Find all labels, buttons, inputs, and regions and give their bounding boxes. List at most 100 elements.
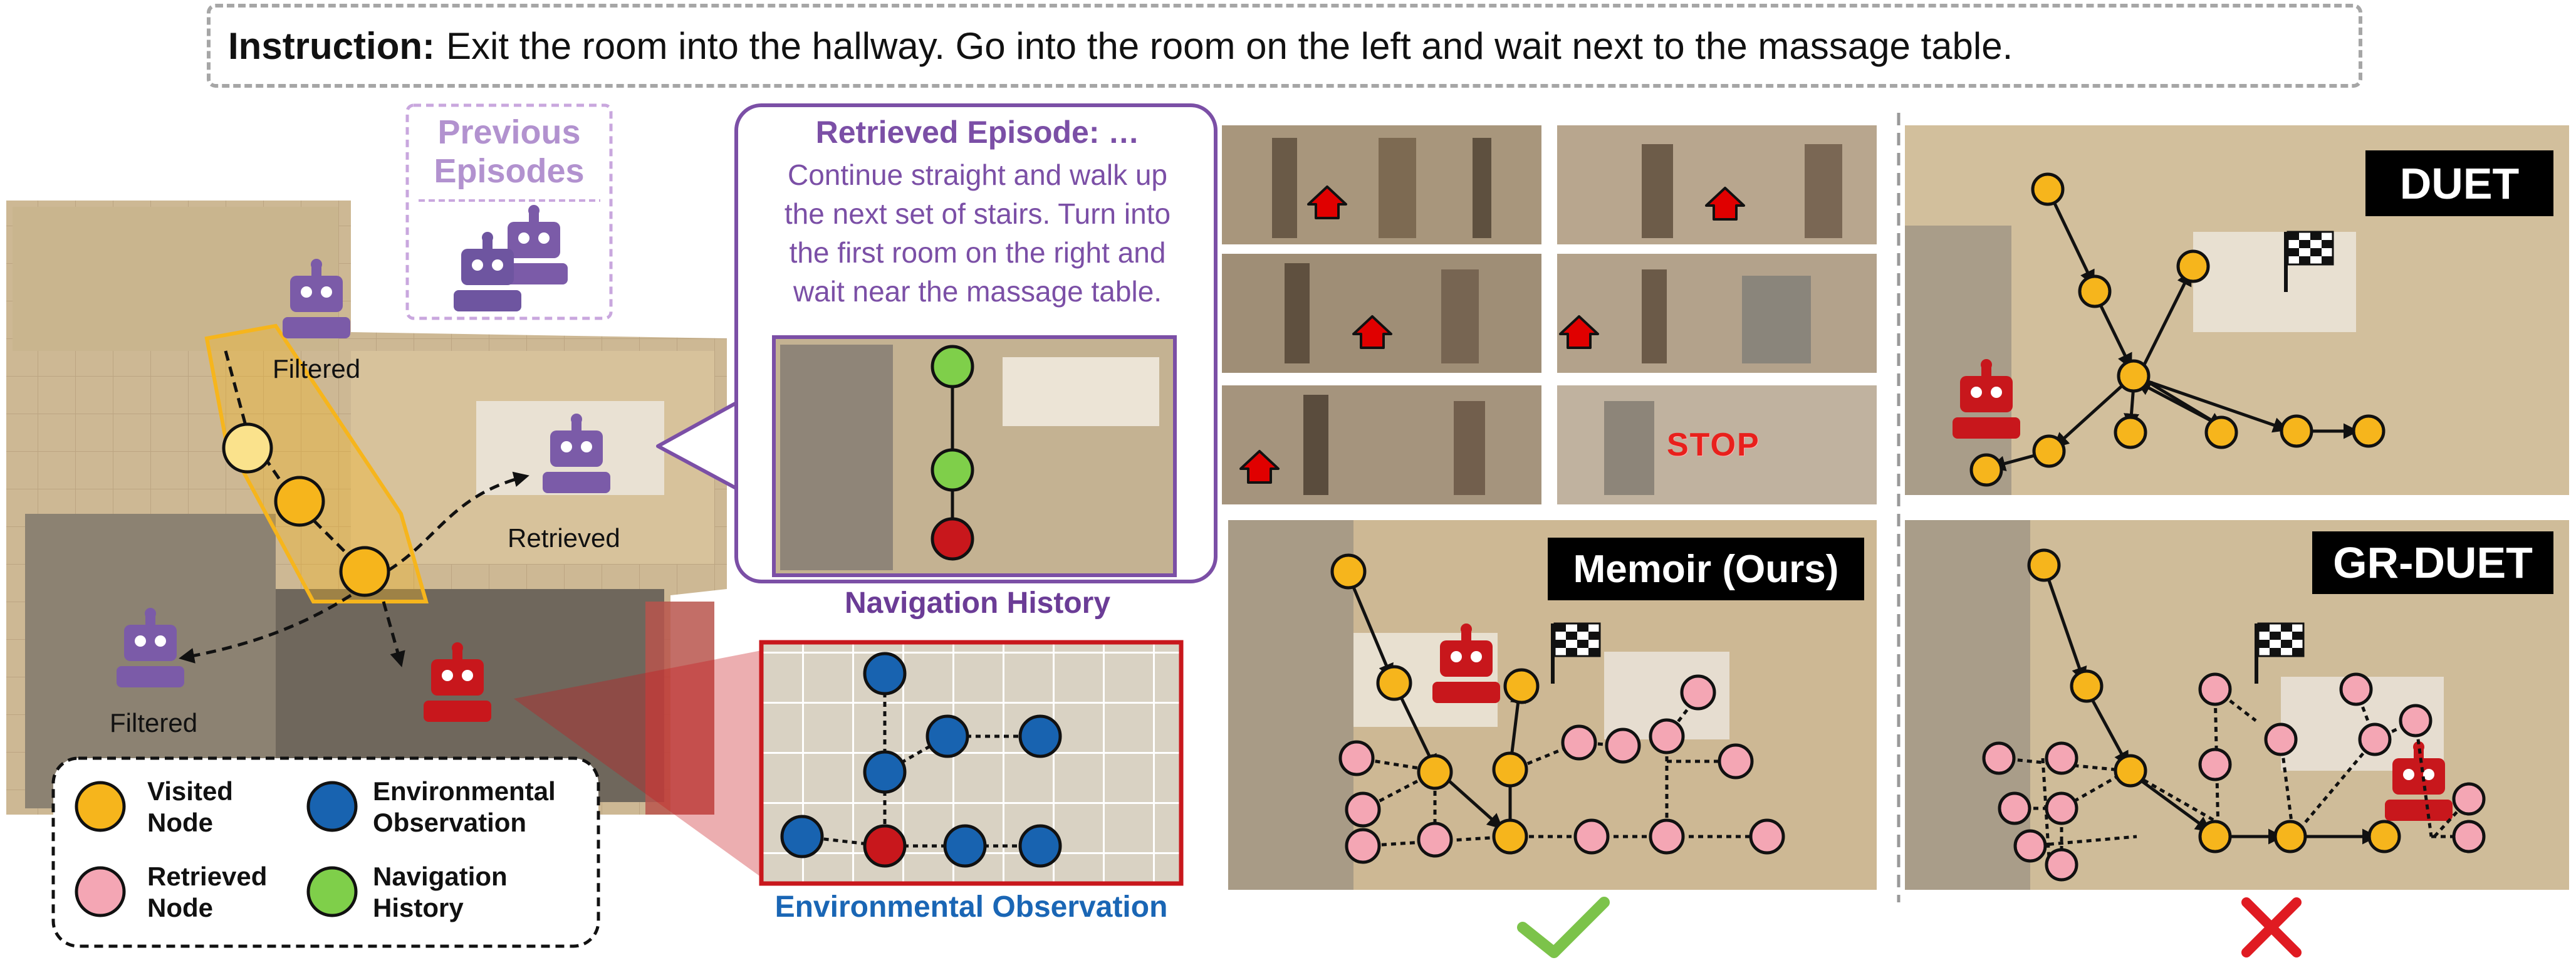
environment-node — [943, 824, 987, 868]
legend-text: Visited — [147, 776, 233, 806]
callout-title: Retrieved Episode: … — [815, 115, 1140, 150]
retrieved-node — [2198, 748, 2232, 781]
visited-node — [2273, 820, 2307, 853]
retrieved-node — [2339, 672, 2373, 706]
retrieved-node — [1345, 828, 1381, 864]
callout-body: Continue straight and walk up the next s… — [739, 155, 1216, 311]
legend-text: Node — [147, 893, 213, 922]
legend-environmental-label: Environmental Observation — [373, 776, 556, 838]
callout-line: the first room on the right and — [789, 236, 1166, 269]
navigation-node — [931, 448, 974, 492]
current-node — [931, 517, 974, 561]
retrieved-node — [1561, 724, 1597, 761]
visited-node — [274, 476, 325, 527]
visited-node — [1503, 668, 1540, 704]
visited-node — [1492, 751, 1528, 788]
visited-node — [1969, 453, 2003, 487]
legend-text: Observation — [373, 808, 527, 837]
environment-node — [863, 652, 907, 696]
legend-text: Node — [147, 808, 213, 837]
visited-node — [1376, 665, 1412, 701]
legend-visited-label: Visited Node — [147, 776, 233, 838]
cross-mark-icon — [2241, 897, 2302, 957]
visited-node — [2367, 820, 2401, 853]
legend-text: Navigation — [373, 862, 508, 891]
retrieved-node — [2045, 848, 2078, 882]
gr-duet-badge: GR-DUET — [2312, 531, 2553, 594]
legend-environmental-icon — [306, 781, 358, 832]
filtered-top-label: Filtered — [273, 354, 361, 383]
legend-navigation-label: Navigation History — [373, 861, 508, 924]
legend-visited-icon — [75, 781, 126, 832]
visited-node — [2032, 434, 2066, 468]
retrieved-node — [2045, 741, 2078, 775]
legend-text: History — [373, 893, 464, 922]
retrieved-node — [2045, 791, 2078, 825]
legend-text: Retrieved — [147, 862, 268, 891]
stop-label: STOP — [1667, 427, 1760, 463]
callout-line: wait near the massage table. — [793, 275, 1162, 308]
visited-node — [2114, 415, 2147, 449]
navigation-history-label: Navigation History — [844, 587, 1111, 620]
legend-navigation-icon — [306, 866, 358, 917]
visited-node — [2204, 415, 2238, 449]
retrieved-node — [1718, 743, 1754, 780]
retrieved-node — [1749, 818, 1785, 855]
environment-node — [863, 750, 907, 794]
retrieved-node — [2452, 782, 2486, 816]
legend-text: Environmental — [373, 776, 556, 806]
retrieved-node — [2264, 722, 2298, 756]
retrieved-node — [1573, 818, 1610, 855]
retrieved-label: Retrieved — [508, 523, 620, 553]
legend-box — [51, 756, 600, 948]
legend-retrieved-label: Retrieved Node — [147, 861, 267, 924]
visited-node — [2114, 754, 2147, 788]
instruction-text: Exit the room into the hallway. Go into … — [446, 24, 2013, 67]
environment-node — [1018, 824, 1062, 868]
environment-node — [780, 815, 824, 858]
visited-node — [2176, 249, 2210, 283]
visited-node — [2198, 820, 2232, 853]
duet-badge: DUET — [2365, 150, 2553, 216]
visited-node — [339, 546, 390, 597]
visited-node — [2027, 548, 2061, 582]
instruction-box: Instruction: Exit the room into the hall… — [207, 4, 2362, 88]
visited-node — [2352, 414, 2386, 448]
retrieved-node — [1605, 728, 1641, 764]
retrieved-node — [1998, 791, 2031, 825]
retrieved-node — [2013, 829, 2047, 863]
callout-line: Continue straight and walk up — [787, 159, 1168, 191]
environment-node — [926, 714, 969, 758]
retrieved-node — [1649, 718, 1685, 754]
visited-node — [2280, 414, 2313, 448]
visited-node — [2070, 669, 2104, 703]
legend-retrieved-icon — [75, 866, 126, 917]
environmental-observation-label: Environmental Observation — [774, 890, 1168, 924]
retrieved-node — [2452, 820, 2486, 853]
retrieved-node — [1338, 740, 1375, 776]
retrieved-node — [1649, 818, 1685, 855]
environment-node — [1018, 714, 1062, 758]
retrieved-node — [2358, 722, 2392, 756]
previous-episodes-label: Previous Episodes — [407, 113, 611, 190]
direction-arrows — [1239, 185, 1745, 484]
instruction-label: Instruction: — [228, 24, 435, 67]
visited-node — [2117, 359, 2151, 393]
visited-node — [1330, 553, 1367, 590]
visited-node — [1492, 818, 1528, 855]
panorama-grid — [1222, 125, 1877, 504]
retrieved-node — [1417, 822, 1453, 858]
retrieved-node — [1345, 791, 1381, 828]
previous-episodes-line2: Episodes — [434, 152, 585, 190]
visited-node — [2078, 274, 2112, 308]
visited-node — [2031, 172, 2065, 206]
navigation-node — [931, 345, 974, 389]
observation-zoom-beam — [514, 650, 761, 877]
retrieved-node — [2198, 672, 2232, 706]
current-node — [863, 824, 907, 868]
filtered-bottom-label: Filtered — [110, 708, 198, 738]
retrieved-node — [1680, 674, 1716, 711]
check-mark-icon — [1517, 897, 1610, 958]
previous-episodes-line1: Previous — [437, 113, 581, 151]
